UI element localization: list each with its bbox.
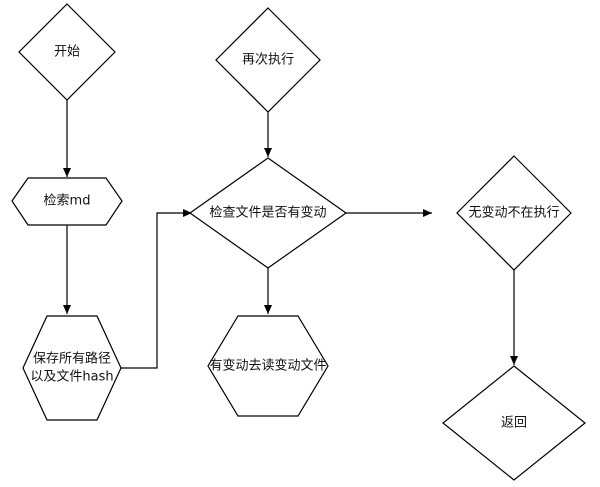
rerun-diamond-shape: [215, 7, 321, 113]
check-change-node: 检查文件是否有变动: [188, 157, 348, 269]
check-change-diamond-shape: [188, 157, 348, 269]
no-change-label: 无变动不在执行: [468, 205, 559, 221]
save-paths-hexagon-shape: [22, 315, 122, 421]
connectors: [63, 100, 518, 369]
search-md-label: 检索md: [44, 194, 91, 209]
no-change-diamond-shape: [456, 155, 572, 271]
start-label: 开始: [54, 45, 80, 60]
start-node: 开始: [18, 3, 116, 101]
read-changed-node: 有变动去读变动文件: [207, 315, 329, 417]
return-node: 返回: [442, 365, 586, 481]
return-label: 返回: [501, 416, 527, 431]
search-md-node: 检索md: [11, 177, 123, 226]
save-paths-label-line2: 以及文件hash: [30, 370, 113, 385]
start-diamond-shape: [18, 3, 116, 101]
check-change-label: 检查文件是否有变动: [209, 205, 326, 221]
save-paths-node: 保存所有路径 以及文件hash: [22, 315, 122, 421]
search-md-hexagon-shape: [11, 177, 123, 226]
rerun-node: 再次执行: [215, 7, 321, 113]
rerun-label: 再次执行: [242, 52, 294, 68]
no-change-node: 无变动不在执行: [456, 155, 572, 271]
return-diamond-shape: [442, 365, 586, 481]
read-changed-label: 有变动去读变动文件: [209, 358, 326, 374]
save-paths-label-line1: 保存所有路径: [33, 351, 111, 367]
read-changed-hexagon-shape: [207, 315, 329, 417]
edge-save-to-check: [120, 209, 192, 369]
